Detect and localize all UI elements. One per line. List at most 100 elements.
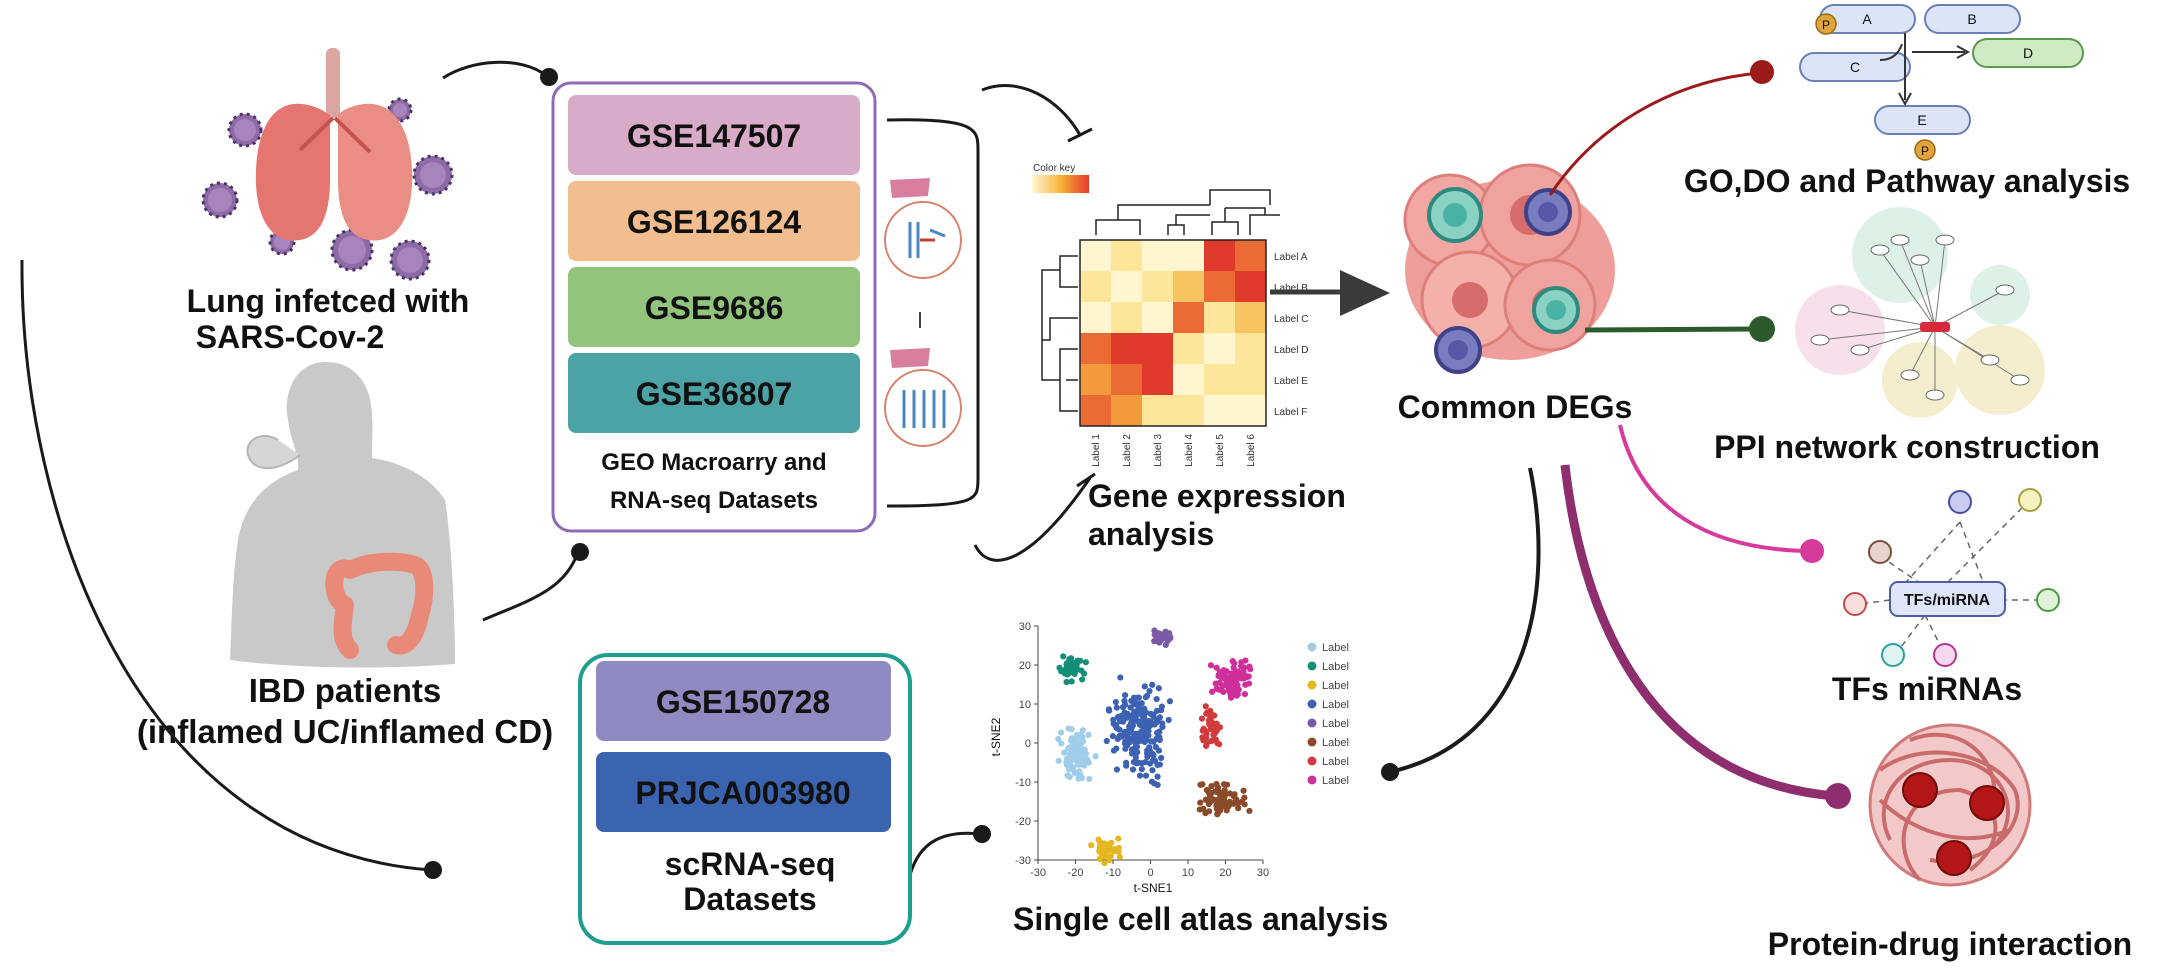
tf-center-label: TFs/miRNA [1904, 592, 1991, 609]
tsne-legend-marker [1307, 737, 1317, 747]
drug-label: Protein-drug interaction [1768, 926, 2132, 962]
tsne-point [1156, 630, 1163, 637]
heatmap-cells [1079, 239, 1267, 427]
heatmap-cell [1204, 333, 1235, 364]
tsne-x-tick-label: -30 [1030, 867, 1046, 879]
heatmap-cell [1111, 364, 1142, 395]
tsne-point [1133, 760, 1140, 767]
tsne-point [1235, 805, 1242, 812]
tsne-point [1235, 668, 1242, 675]
tsne-point [1158, 754, 1165, 762]
tsne-point [1144, 753, 1151, 761]
tsne-point [1082, 659, 1089, 666]
tsne-y-tick-label: -30 [1015, 855, 1031, 867]
tsne-point [1197, 799, 1204, 806]
tsne-point [1153, 719, 1160, 726]
tsne-point [1068, 735, 1075, 742]
tsne-y-tick-label: 10 [1019, 699, 1031, 711]
tsne-point [1100, 853, 1108, 860]
tsne-points [1055, 627, 1254, 867]
ibd-patient-illustration: IBD patients (inflamed UC/inflamed CD) [137, 362, 553, 750]
pathway-node-label: C [1850, 59, 1860, 75]
tsne-point [1230, 664, 1237, 671]
tsne-point [1129, 766, 1137, 773]
ibd-label-line2: (inflamed UC/inflamed CD) [137, 713, 553, 750]
tsne-point [1199, 781, 1206, 788]
tsne-point [1151, 757, 1159, 764]
geo-caption-line2: RNA-seq Datasets [610, 487, 818, 514]
tsne-legend-label: Label [1322, 737, 1349, 749]
heatmap-row-label: Label F [1274, 407, 1307, 418]
pathway-node-label: B [1967, 11, 1976, 27]
tsne-point [1206, 808, 1213, 815]
tsne-point [1116, 853, 1123, 861]
tsne-point [1121, 692, 1129, 699]
tsne-point [1113, 745, 1120, 752]
tsne-legend-marker [1307, 775, 1317, 785]
tsne-point [1077, 739, 1085, 746]
tsne-point [1152, 744, 1159, 751]
tsne-point [1159, 720, 1166, 727]
tsne-point [1162, 641, 1169, 649]
tsne-point [1137, 718, 1144, 725]
tsne-point [1101, 840, 1109, 847]
tsne-point [1106, 847, 1113, 854]
left-connectors [20, 60, 983, 876]
pathway-node-label: E [1917, 112, 1926, 128]
tsne-legend-label: Label [1322, 718, 1349, 730]
tsne-point [1216, 741, 1223, 748]
heatmap-cell [1142, 395, 1173, 426]
tsne-point [1071, 755, 1078, 762]
tsne-y-tick-label: 0 [1025, 738, 1031, 750]
pathway-node-label: A [1862, 11, 1872, 27]
tsne-point [1209, 737, 1216, 744]
tsne-legend-label: Label [1322, 699, 1349, 711]
heatmap-row-label: Label B [1274, 283, 1308, 294]
heatmap-cell [1142, 240, 1173, 271]
sc-dataset-box: GSE150728 PRJCA003980 scRNA-seq Datasets [578, 653, 912, 945]
heatmap-cell [1111, 395, 1142, 426]
heatmap-row-label: Label A [1274, 252, 1308, 263]
sc-dataset-label: PRJCA003980 [635, 775, 850, 811]
tsne-point [1149, 767, 1156, 774]
tsne-x-tick-label: 10 [1182, 867, 1194, 879]
tsne-point [1066, 773, 1073, 781]
output-dots [1749, 60, 1851, 809]
geo-caption-line1: GEO Macroarry and [601, 449, 826, 476]
tsne-legend-label: Label [1322, 680, 1349, 692]
output-connectors [1389, 71, 1836, 801]
tsne-point [1247, 666, 1254, 673]
tsne-point [1165, 716, 1172, 724]
heatmap-cell [1080, 364, 1111, 395]
tsne-legend-marker [1307, 699, 1317, 709]
tsne-point [1116, 726, 1123, 733]
tsne-point [1063, 661, 1070, 668]
tsne-point [1117, 674, 1124, 681]
tsne-point [1240, 668, 1247, 675]
tsne-point [1068, 655, 1075, 662]
tsne-point [1200, 727, 1207, 734]
tsne-point [1085, 731, 1092, 738]
heatmap-cell [1204, 364, 1235, 395]
tsne-point [1114, 713, 1122, 721]
heatmap-cell [1080, 271, 1111, 302]
pathway-node-label: D [2023, 45, 2033, 61]
tsne-x-tick-label: -20 [1068, 867, 1084, 879]
heatmap-cell [1080, 302, 1111, 333]
tsne-point [1228, 670, 1235, 677]
heatmap-cell [1080, 333, 1111, 364]
tsne-point [1216, 724, 1224, 731]
tsne-legend-marker [1307, 661, 1317, 671]
geo-dataset-label: GSE126124 [627, 204, 802, 240]
tsne-point [1209, 796, 1216, 803]
heatmap-cell [1142, 302, 1173, 333]
tsne-point [1166, 698, 1174, 705]
lungs-icon [255, 48, 413, 241]
tsne-point [1138, 766, 1145, 773]
tsne-point [1075, 761, 1082, 768]
tsne-point [1109, 733, 1116, 740]
tsne-point [1246, 807, 1253, 815]
heatmap-title-line2: analysis [1088, 516, 1214, 552]
tsne-point [1075, 771, 1082, 778]
